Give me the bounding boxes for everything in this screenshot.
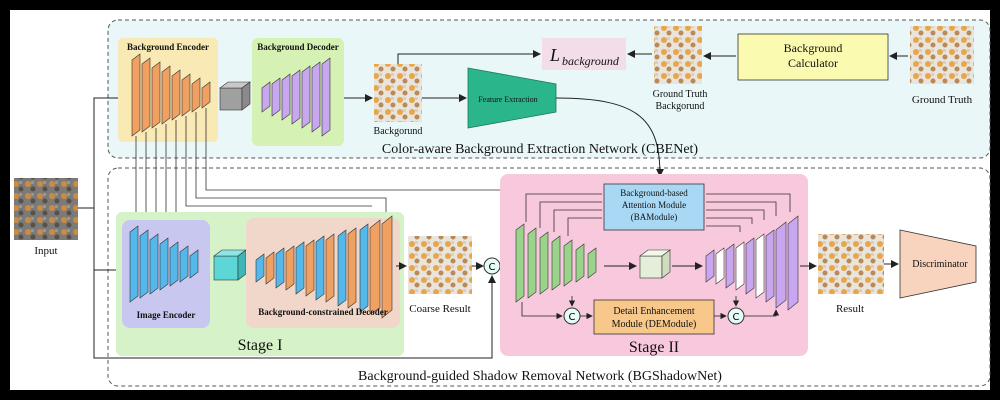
background-image xyxy=(374,64,422,122)
background-encoder-layers xyxy=(131,53,211,137)
background-calculator-label-2: Calculator xyxy=(788,56,838,70)
concat-symbol-2: C xyxy=(569,312,576,323)
background-loss-subscript: background xyxy=(562,54,620,68)
stage1-label: Stage I xyxy=(238,337,283,354)
discriminator-block xyxy=(899,229,977,299)
background-image-label: Backgorund xyxy=(374,126,423,137)
background-loss-symbol: L xyxy=(549,45,560,65)
bamodule-box xyxy=(603,183,705,231)
image-bottleneck-block xyxy=(213,255,239,281)
background-loss-box xyxy=(542,38,626,70)
feature-extraction-label: Feature Extraction xyxy=(478,95,537,104)
input-skip-arrow xyxy=(93,270,496,359)
bg-constrained-decoder-label: Background-constrained Decoder xyxy=(258,307,388,317)
bamodule-label-2: Attention Module xyxy=(622,200,686,210)
image-encoder-label: Image Encoder xyxy=(137,310,196,320)
background-decoder-label: Background Decoder xyxy=(257,42,339,52)
stage2-decoder-layers xyxy=(705,215,799,311)
feature-to-bamodule-arrow xyxy=(555,97,664,177)
ground-truth-label: Ground Truth xyxy=(912,94,973,106)
background-calculator-box xyxy=(737,33,889,81)
coarse-result-label: Coarse Result xyxy=(409,303,470,315)
bgshadownet-title: Background-guided Shadow Removal Network… xyxy=(358,369,722,384)
concat-symbol-1: C xyxy=(489,262,496,273)
discriminator-label: Discriminator xyxy=(912,259,968,270)
demodule-connections xyxy=(521,296,780,320)
coarse-result-image xyxy=(408,236,472,294)
ground-truth-background-label-2: Backgorund xyxy=(656,101,705,112)
result-label: Result xyxy=(836,303,864,315)
background-decoder-layers xyxy=(261,57,331,137)
bamodule-label-1: Background-based xyxy=(620,188,688,198)
concat-symbol-3: C xyxy=(733,312,740,323)
bg-bottleneck-block xyxy=(219,87,243,111)
bg-constrained-decoder-layers xyxy=(255,215,393,319)
background-encoder-label: Background Encoder xyxy=(127,42,209,52)
input-label: Input xyxy=(34,245,57,257)
ground-truth-image xyxy=(910,26,974,84)
ground-truth-background-label-1: Ground Truth xyxy=(653,89,708,100)
demodule-box xyxy=(593,299,715,335)
bamodule-label-3: (BAModule) xyxy=(631,212,678,222)
input-image xyxy=(14,178,78,240)
demodule-label-1: Detail Enhancement xyxy=(613,306,695,317)
stage2-encoder-layers xyxy=(515,223,597,303)
stage2-skip-connections xyxy=(525,193,791,236)
cbenet-title: Color-aware Background Extraction Networ… xyxy=(382,142,699,157)
stage2-bottleneck-block xyxy=(639,255,663,279)
stage2-label: Stage II xyxy=(629,339,679,356)
feature-extraction-block xyxy=(467,67,557,129)
result-image xyxy=(818,234,884,294)
input-to-bg-encoder-arrow xyxy=(78,94,131,209)
background-to-loss-arrow xyxy=(397,50,541,64)
background-calculator-label-1: Background xyxy=(784,41,843,55)
image-encoder-layers xyxy=(129,225,199,303)
demodule-label-2: Module (DEModule) xyxy=(612,319,697,330)
ground-truth-background-image xyxy=(654,26,702,84)
